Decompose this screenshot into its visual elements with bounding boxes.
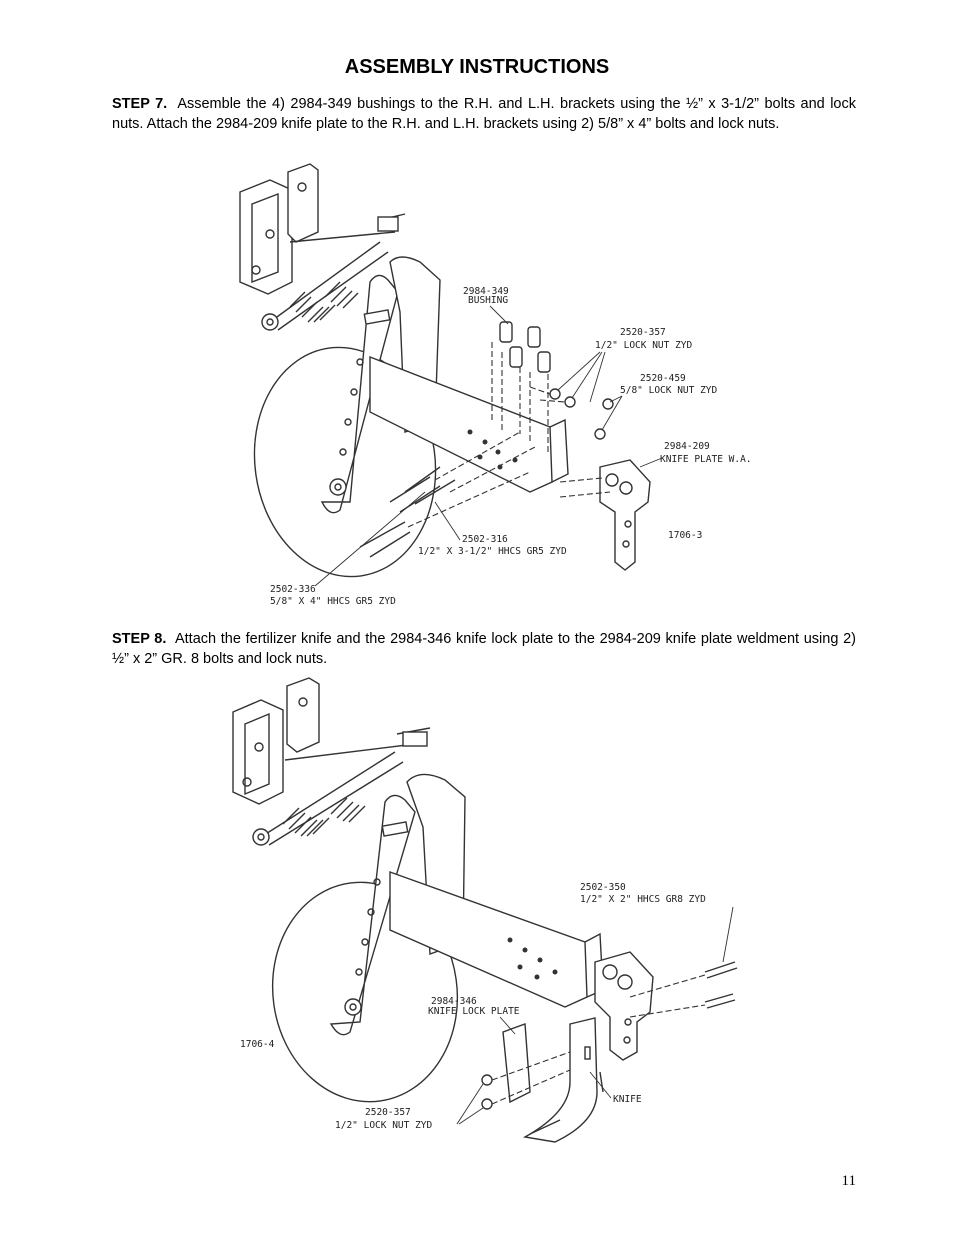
step8-diagram: 2502-350 1/2" X 2" HHCS GR8 ZYD 2984-346… [232,677,738,1143]
fertilizer-knife [522,1017,604,1143]
bolts [629,961,738,1018]
coulter-disc [271,881,459,1103]
step8-text: Attach the fertilizer knife and the 2984… [112,631,856,667]
knife-lock-plate [502,1023,531,1104]
coulter-disc [253,346,437,578]
callout-2502-350-pn: 2502-350 [580,882,626,893]
drawing-number-1706-4: 1706-4 [240,1039,275,1050]
callout-2984-209-desc: KNIFE PLATE W.A. [660,454,752,465]
callout-2502-316-desc: 1/2" X 3-1/2" HHCS GR5 ZYD [418,546,567,557]
step7-diagram: 2984-349 BUSHING 2520-357 1/2" LOCK NUT … [239,163,752,607]
callout-2520-357-pn: 2520-357 [620,327,666,338]
spring-assembly [261,213,406,331]
callout-knife: KNIFE [613,1094,642,1105]
mount-plate [369,355,569,493]
step8-label: STEP 8. [112,631,167,647]
callout-2984-209-pn: 2984-209 [664,441,710,452]
step7-label: STEP 7. [112,96,168,112]
callout-2984-349-pn: 2984-349 [463,286,509,297]
mount-bracket [239,163,319,295]
mount-plate [389,871,604,1008]
step7-paragraph: STEP 7. Assemble the 4) 2984-349 bushing… [112,94,856,134]
knife-plate [594,951,654,1061]
mount-bracket [232,677,320,805]
drawing-number-1706-3: 1706-3 [668,530,702,541]
callout-2520-357-pn: 2520-357 [365,1107,411,1118]
page-number: 11 [841,1173,856,1189]
callout-2502-350-desc: 1/2" X 2" HHCS GR8 ZYD [580,894,706,905]
rh-bracket-arm [320,274,399,514]
rh-bracket-arm [329,794,416,1036]
page-title: ASSEMBLY INSTRUCTIONS [344,56,610,78]
callout-2984-346-pn: 2984-346 [431,996,477,1007]
bushings [491,321,551,452]
bolts [359,431,536,558]
step7-text: Assemble the 4) 2984-349 bushings to the… [112,96,856,132]
lock-nuts [481,1051,571,1110]
callout-2520-357-desc: 1/2" LOCK NUT ZYD [595,340,693,351]
callout-2520-357-desc: 1/2" LOCK NUT ZYD [335,1120,433,1131]
callout-2984-349-desc: BUSHING [468,295,508,306]
knife-plate [559,459,651,571]
spring-assembly [252,727,431,846]
callout-2502-336-desc: 5/8" X 4" HHCS GR5 ZYD [270,596,396,607]
callout-2520-459-desc: 5/8" LOCK NUT ZYD [620,385,718,396]
step8-paragraph: STEP 8. Attach the fertilizer knife and … [112,629,856,669]
callout-2520-459-pn: 2520-459 [640,373,686,384]
callout-2502-336-pn: 2502-336 [270,584,316,595]
callout-2984-346-desc: KNIFE LOCK PLATE [428,1006,520,1017]
callout-2502-316-pn: 2502-316 [462,534,508,545]
